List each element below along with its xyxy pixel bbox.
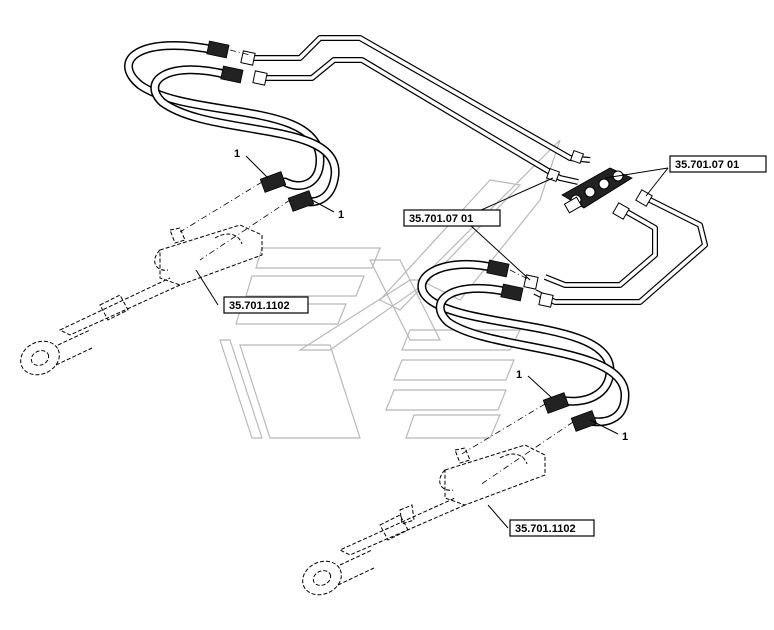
upper-hoses bbox=[124, 41, 340, 207]
lower-hoses bbox=[417, 259, 630, 427]
callout-item-1-upper-right: 1 bbox=[338, 209, 344, 221]
callout-item-1-upper-left: 1 bbox=[234, 148, 240, 160]
valve-block bbox=[545, 149, 653, 220]
lower-hydraulic-cylinder bbox=[302, 444, 546, 596]
ref-box-cylinder-lower: 35.701.1102 bbox=[509, 519, 595, 537]
ref-label-valve-right: 35.701.07 01 bbox=[675, 159, 739, 171]
leader-lines bbox=[195, 155, 669, 529]
ref-box-valve-left: 35.701.07 01 bbox=[403, 209, 501, 227]
ref-label-cylinder-upper: 35.701.1102 bbox=[229, 300, 290, 312]
ref-label-valve-left: 35.701.07 01 bbox=[409, 213, 473, 225]
callout-item-1-lower-right: 1 bbox=[622, 431, 628, 443]
ref-box-cylinder-upper: 35.701.1102 bbox=[223, 296, 309, 314]
upper-hydraulic-cylinder bbox=[20, 224, 263, 376]
callout-item-1-lower-left: 1 bbox=[516, 369, 522, 381]
hose-fittings bbox=[206, 40, 598, 432]
center-lines bbox=[179, 49, 574, 486]
ref-label-cylinder-lower: 35.701.1102 bbox=[515, 523, 576, 535]
item-callouts: 1 1 1 1 bbox=[234, 148, 628, 443]
ref-box-valve-right: 35.701.07 01 bbox=[669, 155, 767, 173]
